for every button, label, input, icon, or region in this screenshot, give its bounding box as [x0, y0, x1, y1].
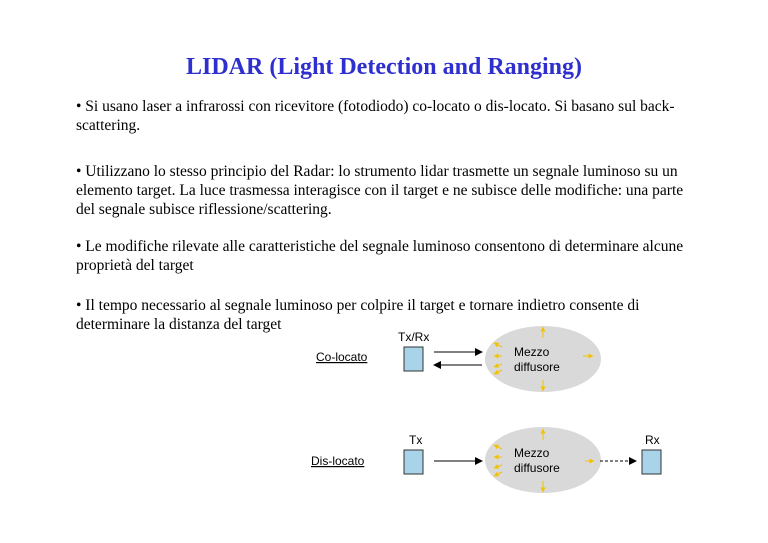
- rx-device-box: [641, 449, 662, 475]
- txrx-device-box: [403, 346, 424, 372]
- medium-label-line2: diffusore: [514, 360, 560, 374]
- bullet-paragraph-4: • Il tempo necessario al segnale luminos…: [76, 297, 640, 333]
- scattering-medium-ellipse: [485, 326, 601, 392]
- dislocated-label: Dis-locato: [311, 454, 365, 468]
- scatter-arrows-dislocated: [493, 428, 595, 493]
- page-title: LIDAR (Light Detection and Ranging): [185, 54, 583, 80]
- txrx-label: Tx/Rx: [398, 330, 429, 344]
- rx-label: Rx: [645, 433, 660, 447]
- tx-device-box: [403, 449, 424, 475]
- medium-label-line1: Mezzo: [514, 345, 550, 359]
- medium2-label-line1: Mezzo: [514, 446, 550, 460]
- colocated-label: Co-locato: [316, 350, 368, 364]
- bullet-paragraph-1: • Si usano laser a infrarossi con ricevi…: [76, 98, 675, 134]
- scatter-arrows-colocated: [493, 326, 594, 392]
- scattering-medium-ellipse-2: [485, 427, 601, 493]
- medium2-label-line2: diffusore: [514, 461, 560, 475]
- bullet-paragraph-3: • Le modifiche rilevate alle caratterist…: [76, 238, 684, 274]
- tx-label: Tx: [409, 433, 422, 447]
- bullet-paragraph-2: • Utilizzano lo stesso principio del Rad…: [76, 163, 684, 218]
